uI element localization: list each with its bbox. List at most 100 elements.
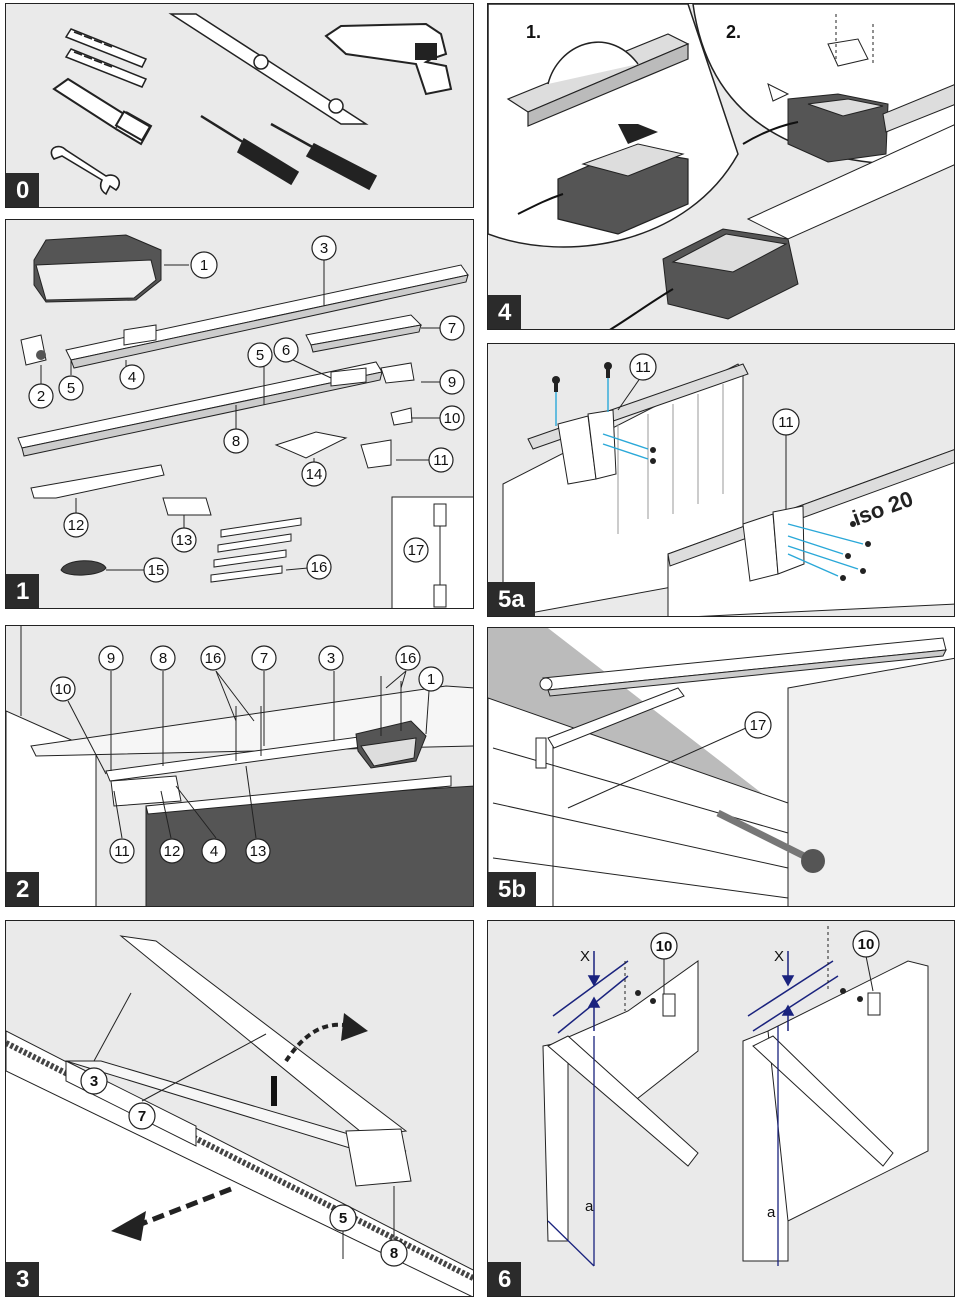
callout-3: 3 bbox=[80, 1067, 108, 1095]
svg-text:8: 8 bbox=[159, 650, 167, 667]
svg-text:12: 12 bbox=[68, 517, 85, 534]
tools-illustration bbox=[50, 13, 453, 196]
svg-text:6: 6 bbox=[282, 342, 290, 359]
svg-text:5: 5 bbox=[67, 380, 75, 397]
step-number: 6 bbox=[488, 1262, 522, 1296]
callout-9: 9 bbox=[439, 369, 465, 395]
callout-16: 16 bbox=[306, 554, 332, 580]
svg-text:9: 9 bbox=[448, 374, 456, 391]
substep-2-label: 2. bbox=[726, 22, 741, 42]
panel-step-3: 3 7 5 8 3 bbox=[5, 920, 474, 1297]
svg-text:7: 7 bbox=[138, 1108, 146, 1125]
callout-10-a: 10 bbox=[650, 932, 678, 960]
svg-text:13: 13 bbox=[176, 532, 193, 549]
door-right bbox=[742, 926, 929, 1266]
svg-text:11: 11 bbox=[635, 359, 651, 376]
callout-7: 7 bbox=[128, 1102, 156, 1130]
svg-text:10: 10 bbox=[444, 410, 461, 427]
callout-4: 4 bbox=[119, 364, 145, 390]
svg-text:8: 8 bbox=[232, 433, 240, 450]
callout-5-b: 5 bbox=[247, 342, 273, 368]
svg-text:11: 11 bbox=[778, 414, 794, 431]
svg-text:11: 11 bbox=[433, 452, 449, 469]
callout-5: 5 bbox=[329, 1204, 357, 1232]
callout-1: 1 bbox=[190, 251, 218, 279]
step-number: 5b bbox=[488, 872, 537, 906]
bracket-mounting-illustration: iso 20 11 11 bbox=[502, 353, 954, 616]
callout-11-a: 11 bbox=[629, 353, 657, 381]
panel-step-5a: iso 20 11 11 5a bbox=[487, 343, 955, 617]
panel-step-6: X a X a 10 10 6 bbox=[487, 920, 955, 1297]
callout-3: 3 bbox=[318, 645, 344, 671]
svg-text:2: 2 bbox=[37, 388, 45, 405]
svg-text:3: 3 bbox=[90, 1073, 98, 1090]
perforated-straps bbox=[210, 517, 302, 583]
step-number: 3 bbox=[6, 1262, 40, 1296]
svg-text:16: 16 bbox=[400, 650, 417, 667]
callout-17: 17 bbox=[403, 537, 429, 563]
svg-text:16: 16 bbox=[205, 650, 222, 667]
svg-text:3: 3 bbox=[320, 240, 328, 257]
svg-text:3: 3 bbox=[327, 650, 335, 667]
svg-text:15: 15 bbox=[148, 562, 165, 579]
svg-text:13: 13 bbox=[250, 843, 267, 860]
callout-10: 10 bbox=[439, 405, 465, 431]
callout-15: 15 bbox=[143, 557, 169, 583]
svg-text:5: 5 bbox=[256, 347, 264, 364]
callout-3: 3 bbox=[311, 235, 337, 261]
svg-text:4: 4 bbox=[128, 369, 136, 386]
dim-label-x-left: X bbox=[580, 948, 590, 965]
power-drill-icon bbox=[324, 22, 453, 96]
spirit-level-icon bbox=[168, 13, 369, 125]
step-number: 4 bbox=[488, 295, 522, 329]
screws-icon bbox=[552, 362, 871, 581]
svg-text:1: 1 bbox=[427, 671, 435, 688]
panel-step-2: 9 8 16 7 3 16 1 10 11 12 4 13 2 bbox=[5, 625, 474, 907]
svg-text:10: 10 bbox=[55, 681, 72, 698]
hinge-icon bbox=[433, 503, 447, 608]
screwdriver-icon bbox=[200, 114, 378, 191]
callout-14: 14 bbox=[301, 461, 327, 487]
motor-mounting-illustration: 1. 2. bbox=[488, 4, 954, 329]
panel-step-0: 0 bbox=[5, 3, 474, 208]
wrench-icon bbox=[50, 145, 121, 196]
svg-text:11: 11 bbox=[114, 843, 130, 860]
callout-8: 8 bbox=[223, 428, 249, 454]
callout-13: 13 bbox=[171, 527, 197, 553]
parts-list-illustration: 1 2 3 4 5 5 6 7 8 9 10 11 12 13 14 15 16… bbox=[17, 234, 473, 608]
callout-1: 1 bbox=[418, 666, 444, 692]
callout-12: 12 bbox=[63, 512, 89, 538]
callout-6: 6 bbox=[273, 337, 299, 363]
door-left bbox=[542, 960, 699, 1267]
motor-unit-main bbox=[609, 124, 954, 329]
callout-9: 9 bbox=[98, 645, 124, 671]
svg-text:17: 17 bbox=[750, 717, 767, 734]
assembled-opener-illustration: 9 8 16 7 3 16 1 10 11 12 4 13 bbox=[6, 626, 473, 906]
dim-label-x-right: X bbox=[774, 948, 784, 965]
callout-10: 10 bbox=[50, 676, 76, 702]
callout-12: 12 bbox=[159, 838, 185, 864]
callout-8: 8 bbox=[150, 645, 176, 671]
svg-text:8: 8 bbox=[390, 1245, 398, 1262]
callout-7: 7 bbox=[251, 645, 277, 671]
callout-11: 11 bbox=[109, 838, 135, 864]
callout-2: 2 bbox=[28, 383, 54, 409]
svg-text:14: 14 bbox=[306, 466, 323, 483]
step-number: 2 bbox=[6, 872, 40, 906]
callout-5-a: 5 bbox=[58, 375, 84, 401]
substep-1-detail bbox=[488, 4, 739, 248]
callout-7: 7 bbox=[439, 315, 465, 341]
svg-text:5: 5 bbox=[339, 1210, 347, 1227]
callout-10-b: 10 bbox=[852, 930, 880, 958]
svg-text:4: 4 bbox=[210, 843, 218, 860]
callout-4: 4 bbox=[201, 838, 227, 864]
panel-step-1: 1 2 3 4 5 5 6 7 8 9 10 11 12 13 14 15 16… bbox=[5, 219, 474, 609]
motor-unit bbox=[33, 234, 162, 303]
substep-1-label: 1. bbox=[526, 22, 541, 42]
svg-text:10: 10 bbox=[656, 938, 673, 955]
callout-11-b: 11 bbox=[772, 408, 800, 436]
step-number: 0 bbox=[6, 173, 40, 207]
svg-text:16: 16 bbox=[311, 559, 328, 576]
callout-16-b: 16 bbox=[395, 645, 421, 671]
substep-2-detail bbox=[692, 4, 954, 166]
